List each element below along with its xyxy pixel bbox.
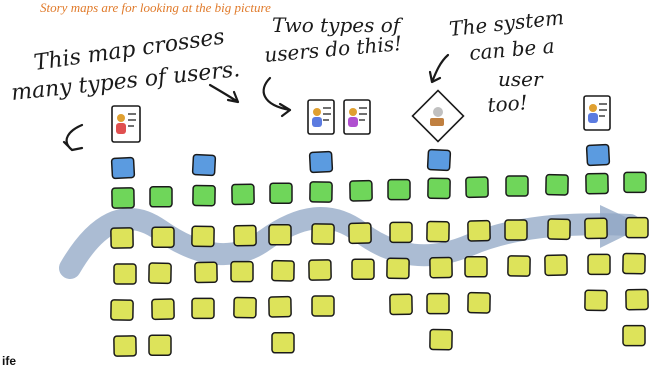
task-note (622, 324, 646, 347)
task-note (544, 254, 568, 277)
caption: Story maps are for looking at the big pi… (40, 0, 271, 15)
step-note (269, 182, 293, 204)
task-note (113, 335, 137, 357)
activity-note (426, 148, 452, 172)
task-note (625, 216, 649, 239)
activity-note (191, 153, 217, 177)
step-note (387, 178, 411, 201)
task-note (148, 262, 172, 285)
note-two-types: Two types of users do this! (263, 13, 403, 67)
step-note (427, 177, 451, 200)
task-note (587, 253, 611, 276)
step-note (505, 175, 529, 197)
note3-line4: too! (487, 90, 529, 117)
step-note (111, 187, 135, 209)
step-note (349, 179, 373, 202)
task-note (584, 289, 608, 312)
task-note (271, 332, 295, 354)
sticky-notes (110, 143, 649, 357)
step-note (465, 176, 489, 199)
task-note (268, 295, 292, 318)
task-note (348, 222, 372, 245)
step-note (192, 184, 216, 207)
task-note (268, 224, 292, 246)
task-note (467, 219, 491, 242)
task-note (151, 298, 175, 321)
task-note (622, 252, 646, 275)
step-note (309, 181, 333, 203)
step-note (149, 186, 173, 208)
step-note (231, 183, 255, 206)
backbone-flow-arrow (59, 207, 641, 279)
task-note (233, 224, 257, 247)
note3-line2: can be a (468, 34, 555, 65)
step-note (585, 172, 609, 195)
task-note (233, 296, 257, 319)
task-note (113, 263, 137, 285)
task-note (464, 256, 488, 278)
step-note (623, 171, 647, 194)
task-note (386, 257, 410, 280)
task-note (625, 288, 649, 311)
task-note (426, 292, 450, 315)
task-note (311, 223, 335, 245)
step-note (545, 173, 569, 196)
task-note (389, 293, 413, 316)
task-note (426, 220, 450, 243)
task-note (230, 260, 254, 283)
arrow-icon (62, 123, 84, 152)
user-card-icon (343, 99, 371, 135)
note-system-user: The system can be a user too! (448, 5, 565, 117)
footer-text: ife (2, 354, 17, 368)
arrow-icon (262, 76, 292, 118)
task-note (429, 256, 453, 279)
activity-note (308, 150, 334, 174)
task-note (110, 299, 134, 321)
user-card-icon (307, 99, 335, 135)
task-note (191, 297, 215, 320)
task-note (584, 217, 608, 240)
task-note (110, 227, 134, 249)
user-card-icon (583, 95, 611, 131)
arrow-icon (208, 83, 240, 104)
task-note (467, 291, 491, 314)
task-note (547, 218, 571, 241)
activity-note (585, 143, 611, 167)
task-note (389, 221, 413, 244)
task-note (504, 219, 528, 241)
task-note (191, 225, 215, 248)
task-note (271, 259, 295, 282)
task-note (429, 328, 453, 351)
arrow-icon (428, 53, 450, 84)
arrow-head (600, 205, 645, 248)
activity-note (110, 156, 136, 180)
task-note (507, 255, 531, 277)
task-note (311, 295, 335, 317)
note3-line3: user (498, 67, 544, 91)
robot-card-icon (411, 89, 465, 143)
task-note (151, 226, 175, 248)
user-card-icon (111, 105, 141, 143)
task-note (148, 334, 172, 356)
task-note (308, 259, 332, 281)
task-note (194, 261, 218, 284)
note-many-users: This map crosses many types of users. (10, 24, 241, 106)
note2-line1: Two types of (272, 13, 404, 37)
task-note (351, 258, 375, 280)
